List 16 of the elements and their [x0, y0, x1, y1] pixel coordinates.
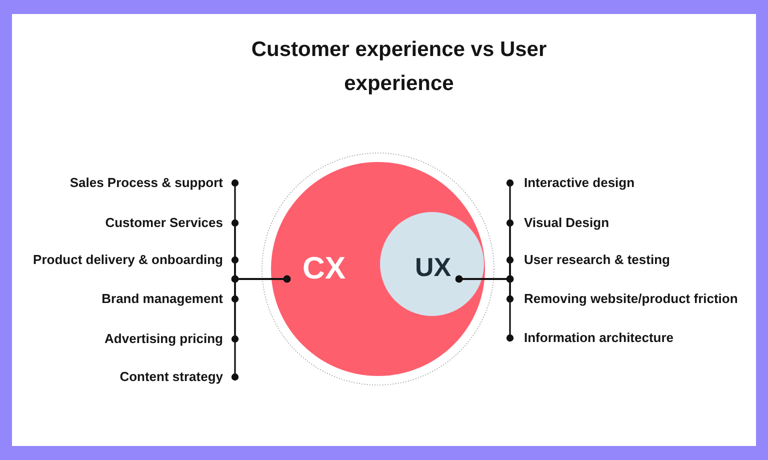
item-label: Customer Services [105, 215, 223, 231]
item-label: Interactive design [524, 175, 635, 191]
item-label: Information architecture [524, 330, 674, 346]
item-label: Advertising pricing [104, 331, 223, 347]
item-label: Visual Design [524, 215, 610, 231]
item-label: Product delivery & onboarding [33, 252, 223, 268]
item-label: User research & testing [524, 252, 670, 268]
item-label: Removing website/product friction [524, 291, 738, 307]
circle-label: UX [414, 254, 452, 280]
connector-line [231, 275, 291, 381]
item-label: Sales Process & support [70, 175, 223, 191]
item-label: Content strategy [120, 369, 223, 385]
item-label: Brand management [102, 291, 223, 307]
connector-line [455, 275, 514, 342]
circle-label: CX [302, 252, 346, 284]
diagram-title: Customer experience vs User experience [250, 37, 548, 97]
